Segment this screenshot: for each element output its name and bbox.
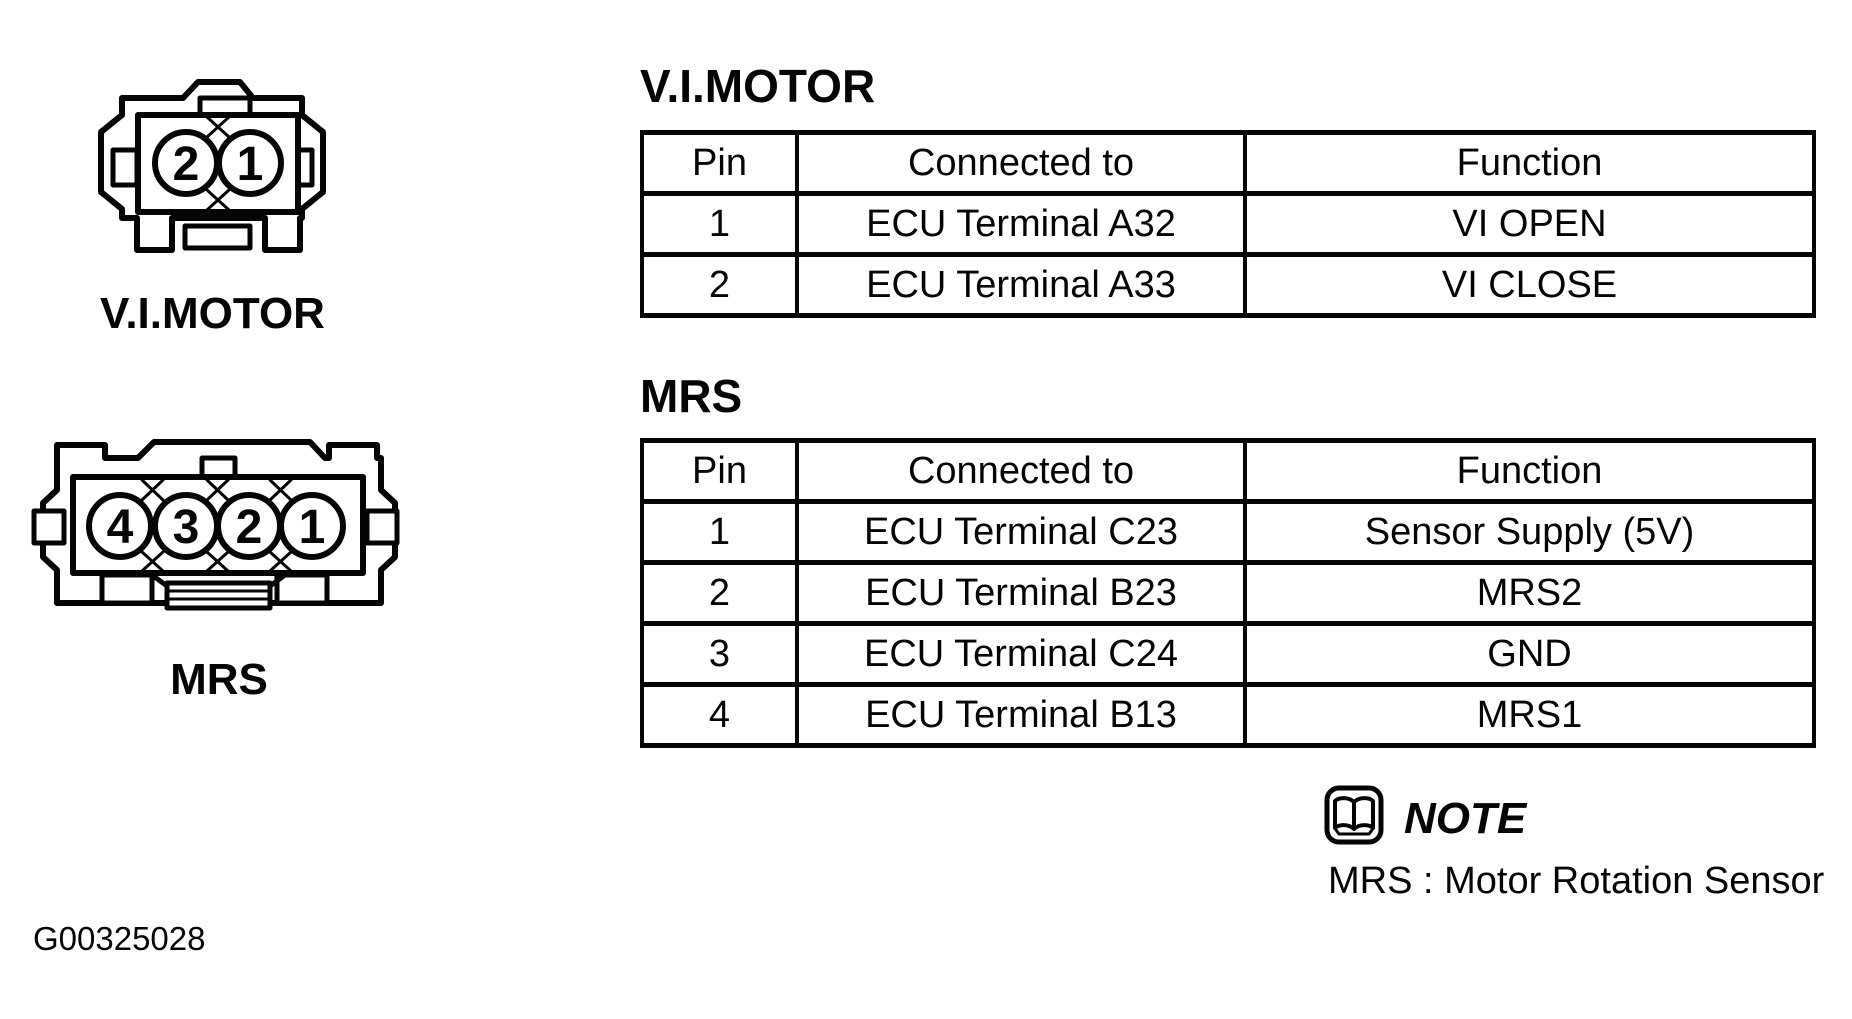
connected-to-cell: ECU Terminal B23 bbox=[795, 560, 1247, 626]
mrs-connector-diagram: 4 3 2 1 bbox=[31, 439, 400, 611]
pin-cell: 2 bbox=[640, 560, 799, 626]
cavity-hatching bbox=[140, 478, 293, 573]
table-row: 2 ECU Terminal A33 VI CLOSE bbox=[640, 252, 1816, 318]
pin-cell: 4 bbox=[640, 682, 799, 748]
table-header-row: Pin Connected to Function bbox=[640, 130, 1816, 196]
pin-number: 2 bbox=[173, 138, 200, 191]
mrs-table-heading: MRS bbox=[640, 370, 743, 422]
pin-number: 1 bbox=[237, 138, 264, 191]
pin-cell: 3 bbox=[640, 621, 799, 687]
pin-number: 1 bbox=[299, 501, 326, 554]
table-row: 4 ECU Terminal B13 MRS1 bbox=[640, 682, 1816, 748]
function-cell: MRS2 bbox=[1243, 560, 1816, 626]
pin-cell: 1 bbox=[640, 191, 799, 257]
table-row: 3 ECU Terminal C24 GND bbox=[640, 621, 1816, 687]
pin-number: 3 bbox=[173, 501, 200, 554]
open-book-icon bbox=[1324, 785, 1384, 845]
function-column-header: Function bbox=[1243, 438, 1816, 504]
figure-id: G00325028 bbox=[33, 920, 206, 957]
pin-number: 2 bbox=[236, 501, 263, 554]
vi-motor-connector-label: V.I.MOTOR bbox=[100, 289, 325, 338]
pin-column-header: Pin bbox=[640, 438, 799, 504]
function-cell: VI CLOSE bbox=[1243, 252, 1816, 318]
mrs-pin-table: Pin Connected to Function 1 ECU Terminal… bbox=[640, 438, 1816, 748]
connector-bottom-leg bbox=[274, 572, 330, 606]
function-column-header: Function bbox=[1243, 130, 1816, 196]
connector-bottom-tab bbox=[182, 223, 253, 251]
pin-cell: 2 bbox=[640, 252, 799, 318]
function-cell: MRS1 bbox=[1243, 682, 1816, 748]
vi-motor-connector-diagram: 2 1 bbox=[98, 79, 326, 253]
pin-cell: 1 bbox=[640, 499, 799, 565]
note-label: NOTE bbox=[1404, 794, 1527, 843]
table-row: 1 ECU Terminal A32 VI OPEN bbox=[640, 191, 1816, 257]
function-cell: GND bbox=[1243, 621, 1816, 687]
connected-to-cell: ECU Terminal A32 bbox=[795, 191, 1247, 257]
connected-to-column-header: Connected to bbox=[795, 130, 1247, 196]
pin-number: 4 bbox=[107, 501, 134, 554]
mrs-connector-label: MRS bbox=[170, 655, 268, 704]
function-cell: VI OPEN bbox=[1243, 191, 1816, 257]
table-row: 1 ECU Terminal C23 Sensor Supply (5V) bbox=[640, 499, 1816, 565]
connected-to-cell: ECU Terminal B13 bbox=[795, 682, 1247, 748]
connector-striped-tab bbox=[149, 572, 288, 611]
table-header-row: Pin Connected to Function bbox=[640, 438, 1816, 504]
cavity-hatching bbox=[205, 115, 231, 212]
pin-circle bbox=[278, 492, 346, 560]
pin-circle bbox=[216, 129, 284, 197]
table-row: 2 ECU Terminal B23 MRS2 bbox=[640, 560, 1816, 626]
connector-right-latch bbox=[364, 508, 400, 546]
connected-to-cell: ECU Terminal C23 bbox=[795, 499, 1247, 565]
vi-motor-pin-table: Pin Connected to Function 1 ECU Terminal… bbox=[640, 130, 1816, 318]
vi-motor-table-heading: V.I.MOTOR bbox=[640, 60, 876, 112]
function-cell: Sensor Supply (5V) bbox=[1243, 499, 1816, 565]
connected-to-cell: ECU Terminal C24 bbox=[795, 621, 1247, 687]
connected-to-cell: ECU Terminal A33 bbox=[795, 252, 1247, 318]
connected-to-column-header: Connected to bbox=[795, 438, 1247, 504]
pin-column-header: Pin bbox=[640, 130, 799, 196]
connector-left-latch bbox=[31, 508, 67, 546]
note-text: MRS : Motor Rotation Sensor bbox=[1328, 860, 1825, 902]
pin-circle bbox=[86, 492, 154, 560]
connector-left-latch bbox=[110, 147, 140, 188]
connector-bottom-leg bbox=[99, 572, 155, 606]
